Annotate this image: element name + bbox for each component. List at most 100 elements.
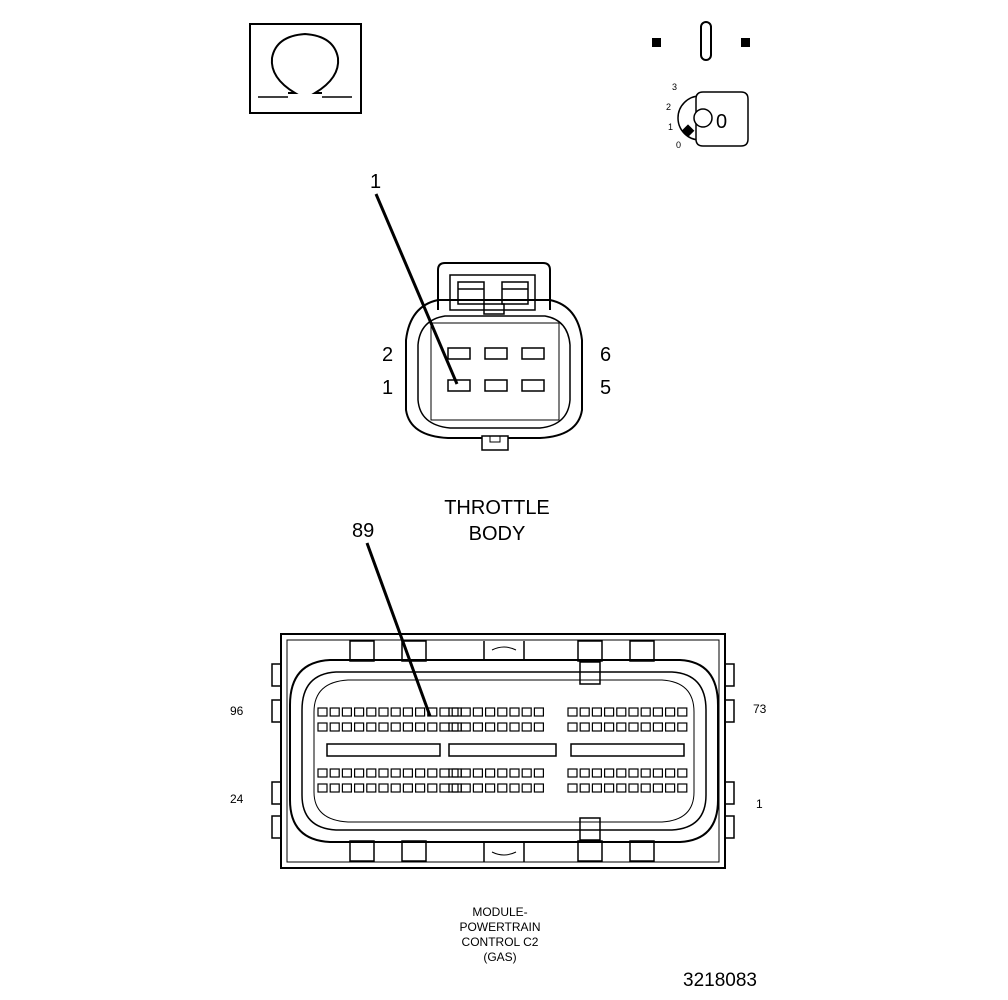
pcm-upper-terminal (616, 722, 627, 732)
pcm-upper-terminal (533, 707, 545, 717)
pcm-lower-terminal (603, 768, 615, 778)
ignition-switch-icon: 3 2 1 0 0 (652, 21, 750, 150)
pcm-lower-terminal (366, 768, 377, 778)
pcm-upper-terminal (677, 722, 688, 732)
pcm-upper-terminal (603, 722, 615, 732)
pcm-upper-terminal (460, 707, 471, 717)
pcm-terminal-row-upper (317, 707, 688, 732)
pcm-upper-terminal (591, 722, 603, 732)
pcm-upper-terminal (472, 722, 483, 732)
pcm-upper-terminal (472, 707, 483, 717)
pcm-upper-terminal (354, 707, 365, 717)
pcm-lower-terminal (402, 768, 413, 778)
throttle-pin-label-2: 2 (382, 344, 393, 366)
pcm-lower-terminal (677, 768, 688, 778)
pcm-upper-terminal (652, 707, 664, 717)
pcm-lower-terminal (354, 768, 365, 778)
pcm-slot-center (448, 743, 557, 757)
pcm-lower-terminal (460, 768, 471, 778)
pcm-lower-terminal (427, 783, 438, 793)
pcm-upper-terminal (451, 707, 462, 717)
pcm-caption-line1: MODULE- (472, 905, 527, 919)
pcm-upper-terminal (390, 707, 401, 717)
throttle-callout-leader (374, 193, 459, 385)
ignition-position-0: 0 (676, 140, 681, 150)
pcm-lower-terminal (616, 783, 627, 793)
pcm-upper-terminal (366, 707, 377, 717)
pcm-terminal-row-lower (317, 768, 688, 793)
pcm-lower-terminal (664, 768, 676, 778)
pcm-lower-terminal (427, 768, 438, 778)
pcm-upper-terminal (448, 707, 459, 717)
pcm-upper-terminal (521, 722, 532, 732)
pcm-lower-terminal (567, 783, 578, 793)
pcm-lower-terminal (402, 783, 413, 793)
pcm-upper-terminal (579, 707, 590, 717)
throttle-pin-2 (447, 347, 471, 360)
pcm-lower-terminal (628, 768, 639, 778)
pcm-lower-terminal (439, 783, 450, 793)
pcm-upper-terminal (677, 707, 688, 717)
ignition-key-label: 0 (716, 111, 727, 133)
pcm-upper-terminal (591, 707, 603, 717)
pcm-upper-terminal (509, 707, 520, 717)
pcm-upper-terminal (533, 722, 545, 732)
pcm-lower-terminal (390, 768, 401, 778)
pcm-upper-terminal (485, 707, 496, 717)
pcm-lower-terminal (640, 783, 651, 793)
pcm-lower-terminal (579, 768, 590, 778)
pcm-lower-terminal (329, 783, 340, 793)
throttle-pin-5 (521, 379, 545, 392)
throttle-body-connector: 2 1 6 5 1 THROTTLE BODY (370, 171, 611, 545)
pcm-lower-terminal (472, 783, 483, 793)
pcm-lower-terminal (485, 783, 496, 793)
pcm-lower-terminal (677, 783, 688, 793)
pcm-upper-terminal (640, 722, 651, 732)
pcm-upper-terminal (427, 722, 438, 732)
pcm-upper-terminal (509, 722, 520, 732)
pcm-upper-terminal (390, 722, 401, 732)
pcm-upper-terminal (329, 707, 340, 717)
pcm-lower-terminal (378, 783, 389, 793)
pcm-upper-terminal (439, 722, 450, 732)
pcm-lower-terminal (485, 768, 496, 778)
pcm-lower-terminal (415, 768, 426, 778)
pcm-lower-terminal (329, 768, 340, 778)
ohm-symbol-icon (249, 23, 362, 114)
pcm-lower-terminal (439, 768, 450, 778)
pcm-upper-terminal (439, 707, 450, 717)
pcm-upper-terminal (628, 707, 639, 717)
pcm-upper-terminal (317, 707, 328, 717)
pcm-lower-terminal (652, 783, 664, 793)
pcm-upper-terminal (329, 722, 340, 732)
pcm-upper-terminal (460, 722, 471, 732)
pcm-lower-terminal (628, 783, 639, 793)
pcm-upper-terminal (341, 707, 352, 717)
pcm-lower-terminal (509, 783, 520, 793)
pcm-upper-terminal (664, 722, 676, 732)
throttle-pin-3 (484, 379, 508, 392)
pcm-lower-terminal (451, 783, 462, 793)
pcm-upper-terminal (415, 722, 426, 732)
pcm-upper-terminal (485, 722, 496, 732)
pcm-lower-terminal (567, 768, 578, 778)
pcm-pin-label-96: 96 (230, 704, 244, 718)
pcm-lower-terminal (366, 783, 377, 793)
pcm-upper-terminal (579, 722, 590, 732)
pcm-c2-connector: 96 24 73 1 89 MODULE- POWERTRAIN CONTROL… (230, 520, 767, 964)
pcm-lower-terminal (533, 768, 545, 778)
pcm-lower-terminal (460, 783, 471, 793)
pcm-upper-terminal (402, 722, 413, 732)
pcm-caption-line2: POWERTRAIN (459, 920, 540, 934)
pcm-lower-terminal (616, 768, 627, 778)
pcm-upper-terminal (366, 722, 377, 732)
pcm-upper-terminal (448, 722, 459, 732)
throttle-pin-label-1: 1 (382, 377, 393, 399)
pcm-pin-label-1: 1 (756, 797, 763, 811)
pcm-upper-terminal (378, 707, 389, 717)
pcm-upper-terminal (497, 707, 508, 717)
pcm-caption-line3: CONTROL C2 (462, 935, 539, 949)
pcm-upper-terminal (567, 722, 578, 732)
pcm-upper-terminal (415, 707, 426, 717)
pcm-lower-terminal (448, 768, 459, 778)
